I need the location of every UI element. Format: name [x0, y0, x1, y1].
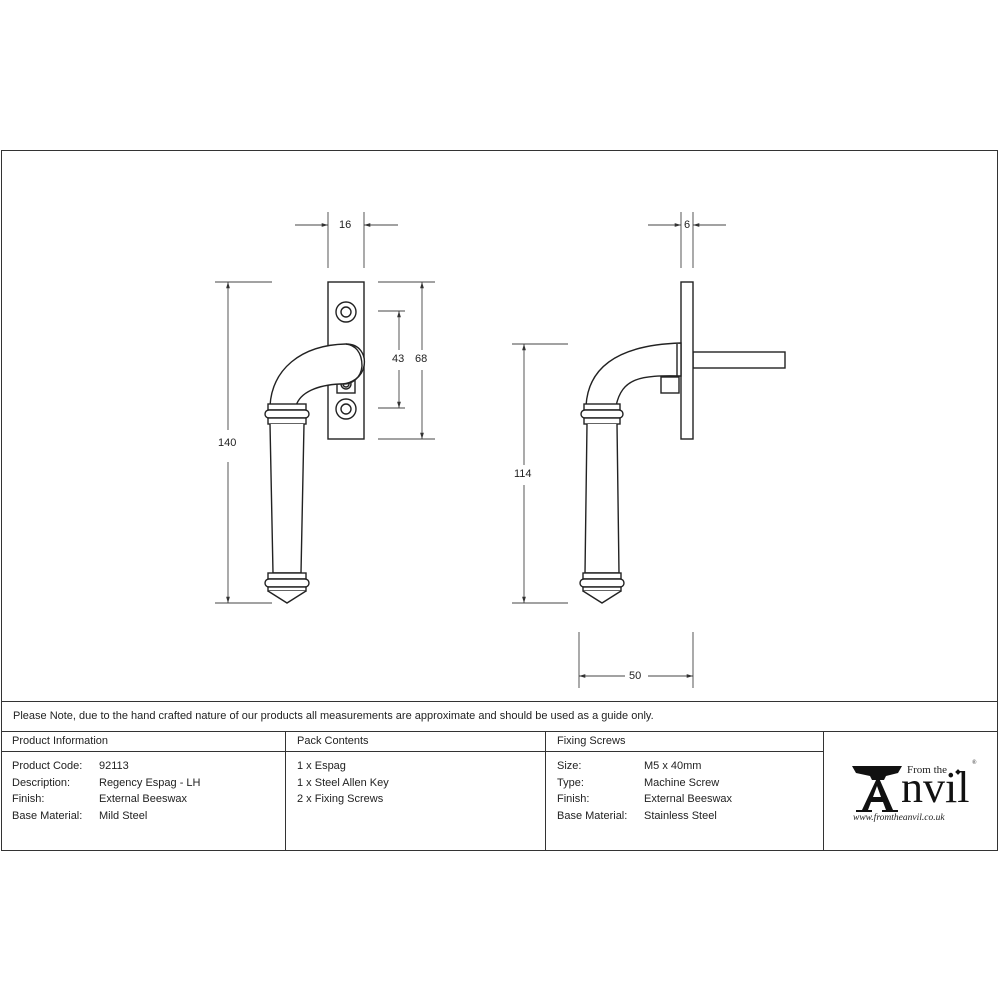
base-material-label: Base Material:: [12, 809, 83, 822]
screw-type-row: Type: Machine Screw: [557, 775, 823, 792]
finish-label: Finish:: [12, 793, 45, 806]
product-information-section: Product Information Product Code: 92113 D…: [1, 732, 286, 851]
screw-finish-row: Finish: External Beeswax: [557, 791, 823, 808]
base-material-row: Base Material: Mild Steel: [12, 808, 285, 825]
dim-label-spacing-43: 43: [392, 353, 405, 365]
dim-label-height-140: 140: [218, 437, 237, 449]
dim-label-projection-50: 50: [629, 670, 642, 682]
anvil-icon: [852, 766, 902, 812]
pack-item: 1 x Espag: [297, 760, 346, 772]
pack-contents-section: Pack Contents 1 x Espag 1 x Steel Allen …: [286, 732, 546, 851]
registered-mark: ®: [972, 760, 977, 766]
side-view: [579, 281, 786, 604]
logo-url: www.fromtheanvil.co.uk: [853, 813, 945, 823]
screw-material-row: Base Material: Stainless Steel: [557, 808, 823, 825]
logo-from-the: From the: [907, 764, 948, 776]
logo-cell: From the ® nvil www.fromtheanvil.co.uk: [823, 732, 998, 851]
screw-size-label: Size:: [557, 760, 582, 772]
disclaimer-text: Please Note, due to the hand crafted nat…: [13, 710, 654, 722]
dim-label-plate-68: 68: [415, 353, 428, 365]
description-label: Description:: [12, 776, 71, 789]
technical-drawing: [215, 212, 786, 688]
description-value: Regency Espag - LH: [99, 776, 201, 789]
product-code-row: Product Code: 92113: [12, 758, 285, 775]
fixing-screws-section: Fixing Screws Size: M5 x 40mm Type: Machin…: [546, 732, 824, 851]
screw-type-value: Machine Screw: [644, 776, 720, 789]
logo-wordmark: nvil: [901, 763, 970, 812]
from-the-anvil-logo: From the ® nvil www.fromtheanvil.co.uk: [852, 760, 983, 830]
screw-size-row: Size: M5 x 40mm: [557, 758, 823, 775]
fixing-screws-heading: Fixing Screws: [546, 732, 823, 752]
screw-material-value: Stainless Steel: [644, 809, 717, 822]
info-table: Product Information Product Code: 92113 D…: [1, 731, 998, 851]
dim-label-width-16: 16: [339, 219, 352, 231]
finish-value: External Beeswax: [99, 793, 188, 806]
description-row: Description: Regency Espag - LH: [12, 775, 285, 792]
dim-label-thickness-6: 6: [684, 219, 691, 231]
product-code-label: Product Code:: [12, 760, 83, 772]
screw-finish-label: Finish:: [557, 793, 590, 806]
front-view: [264, 281, 366, 604]
screw-finish-value: External Beeswax: [644, 793, 733, 806]
dim-label-height-114: 114: [514, 468, 532, 480]
screw-material-label: Base Material:: [557, 809, 628, 822]
pack-contents-heading: Pack Contents: [286, 732, 545, 752]
pack-item: 1 x Steel Allen Key: [297, 776, 389, 789]
pack-item: 2 x Fixing Screws: [297, 793, 384, 806]
product-information-heading: Product Information: [1, 732, 285, 752]
product-code-value: 92113: [99, 760, 129, 772]
disclaimer-note: Please Note, due to the hand crafted nat…: [1, 701, 998, 732]
base-material-value: Mild Steel: [99, 809, 148, 822]
finish-row: Finish: External Beeswax: [12, 791, 285, 808]
screw-size-value: M5 x 40mm: [644, 760, 702, 772]
screw-type-label: Type:: [557, 776, 584, 789]
drawing-sheet-frame: [1, 150, 998, 851]
